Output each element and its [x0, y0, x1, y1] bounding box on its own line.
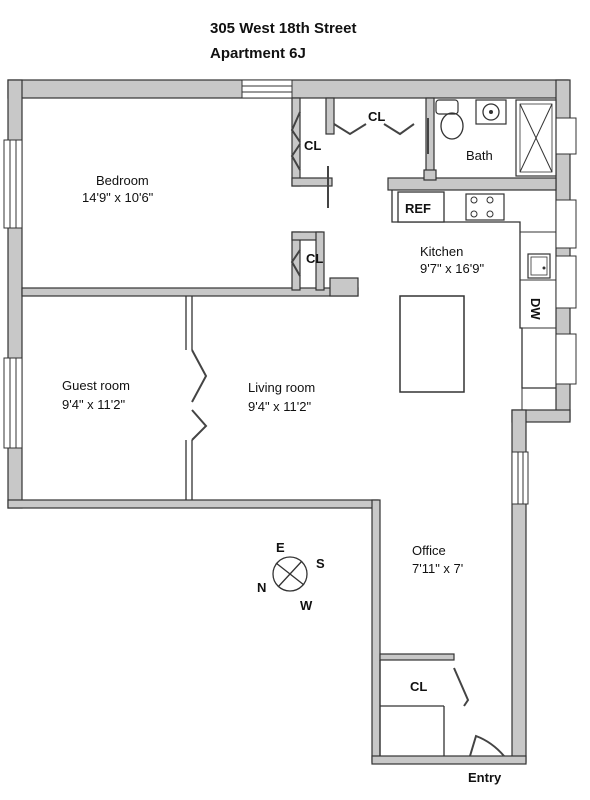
office-name: Office	[412, 543, 446, 558]
address-title: 305 West 18th Street	[210, 20, 357, 37]
refrigerator	[397, 191, 445, 223]
stove	[465, 193, 505, 221]
guest-room-name: Guest room	[62, 378, 130, 393]
bedroom-name: Bedroom	[96, 173, 149, 188]
living-room-name: Living room	[248, 380, 315, 395]
kitchen-size: 9'7" x 16'9"	[420, 261, 484, 276]
doors	[191, 111, 505, 757]
office-size: 7'11" x 7'	[412, 561, 463, 576]
guest-room-size: 9'4" x 11'2"	[62, 397, 125, 412]
compass-icon	[272, 556, 308, 592]
closet-label-hall: CL	[368, 109, 385, 124]
windows	[3, 79, 577, 505]
bath-fixtures	[435, 99, 557, 177]
kitchen-sink	[527, 253, 551, 279]
room-labels: Bedroom 14'9" x 10'6" Guest room 9'4" x …	[62, 109, 543, 785]
kitchen-name: Kitchen	[420, 244, 463, 259]
closet-label-bedroom-2: CL	[306, 251, 323, 266]
compass-north: N	[257, 580, 266, 595]
closet-label-office: CL	[410, 679, 427, 694]
closet-label-bedroom-1: CL	[304, 138, 321, 153]
kitchen-island	[399, 295, 465, 393]
compass-west: W	[300, 598, 313, 613]
bath-name: Bath	[466, 148, 493, 163]
interior-walls	[21, 97, 557, 756]
compass-south: S	[316, 556, 325, 571]
refrigerator-label: REF	[405, 201, 431, 216]
apartment-title: Apartment 6J	[210, 45, 306, 62]
bedroom-size: 14'9" x 10'6"	[82, 190, 154, 205]
dishwasher-label: DW	[528, 298, 543, 320]
kitchen-counters	[391, 190, 556, 410]
entry-label: Entry	[468, 770, 502, 785]
compass-east: E	[276, 540, 285, 555]
living-room-size: 9'4" x 11'2"	[248, 399, 311, 414]
compass: E S N W	[257, 540, 325, 613]
